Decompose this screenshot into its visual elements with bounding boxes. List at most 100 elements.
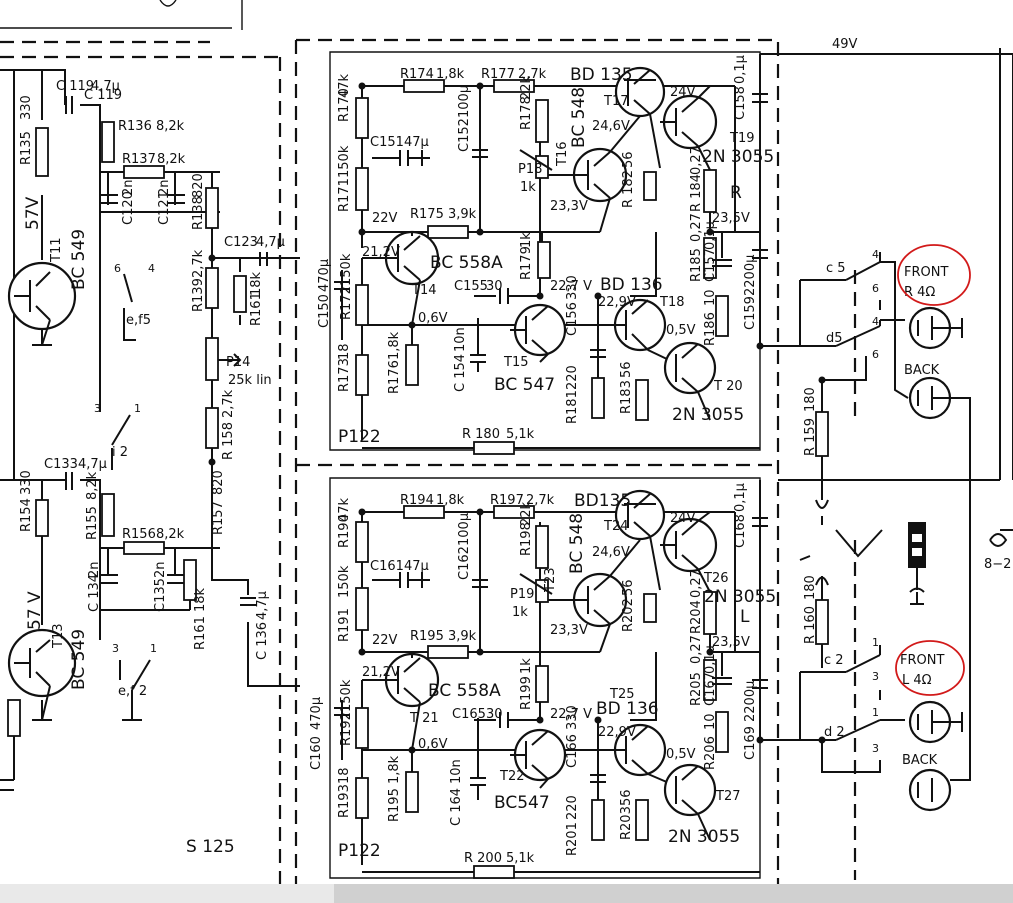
r198-value-label: 22k	[519, 501, 534, 526]
c155-ref-label: C155	[454, 279, 488, 294]
r197-value-label: 2,7k	[526, 493, 555, 508]
c121-value-label: 2n	[157, 179, 172, 196]
voltages-v235-label: 23,5V	[712, 211, 750, 226]
r200-value-label: 5,1k	[506, 851, 535, 866]
voltages-v227-label: 22,7 V	[550, 279, 592, 294]
channel-r-board-label: P122	[338, 427, 381, 447]
r139-value-label: 2,7k	[191, 249, 206, 278]
front-r-impedance: R 4Ω	[904, 285, 935, 300]
t17-ref-label: T17	[603, 94, 628, 109]
t16-ref-label: T16	[555, 142, 570, 167]
c133-ref-label: C133	[44, 457, 78, 472]
r160-ref-label: R 160	[803, 606, 818, 644]
r195-value-label: 3,9k	[448, 629, 477, 644]
t11-type-label: BC 549	[69, 229, 89, 290]
p14-value-label: 25k lin	[228, 373, 272, 388]
t19-type-label: 2N 3055	[702, 147, 774, 167]
c152-value-label: 100µ	[457, 85, 472, 118]
c164-ref-label: C 164	[449, 788, 464, 826]
t26-type-label: 2N 3055	[704, 587, 776, 607]
voltages-v57-label: 57 V	[25, 591, 45, 630]
r170-value-label: 47k	[337, 73, 352, 98]
c157-value-label: 0,1µ	[703, 221, 718, 250]
switch-contacts-n1-label: 1	[872, 636, 879, 649]
t17-type-label: BD 135	[570, 65, 633, 85]
t18-ref-label: T18	[659, 295, 684, 310]
t16-type-label: BC 548	[569, 87, 589, 148]
voltages-v22-label: 22V	[372, 211, 398, 226]
voltages-v229-label: 22,9V	[598, 725, 636, 740]
t24-type-label: BD135	[574, 491, 631, 511]
page-reference: 8−2	[984, 557, 1011, 572]
voltages-v212-label: 21,2V	[362, 665, 400, 680]
r190-ref-label: R190	[337, 514, 352, 548]
t27-ref-label: T27	[715, 789, 740, 804]
c120-value-label: 2n	[121, 179, 136, 196]
c135-ref-label: C135	[153, 578, 168, 612]
r174-ref-label: R174	[400, 67, 434, 82]
p18-value-label: 1k	[520, 180, 536, 195]
c121-ref-label: C121	[157, 191, 172, 225]
switch-contacts-n3-label: 3	[872, 670, 879, 683]
r196-value-label: 1,8k	[387, 755, 402, 784]
r183-value-label: 56	[619, 361, 634, 378]
c136-value-label: 4,7µ	[255, 591, 270, 620]
scroll-thumb[interactable]	[334, 884, 1013, 903]
t14-ref-label: T14	[411, 283, 436, 298]
voltages-v06-label: 0,6V	[418, 737, 448, 752]
c134-ref-label: C 134	[87, 574, 102, 612]
voltages-v05-label: 0,5V	[666, 747, 696, 762]
r205-value-label: 0,27	[689, 635, 704, 664]
r180-value-label: 5,1k	[506, 427, 535, 442]
r173-value-label: 18	[337, 343, 352, 360]
r159-ref-label: R 159	[803, 418, 818, 456]
c157-ref-label: C157	[703, 248, 718, 282]
t24-ref-label: T24	[603, 519, 628, 534]
t23-ref-label: T23	[543, 568, 558, 593]
r136-ref-label: R136	[118, 119, 152, 134]
r191-ref-label: R191	[337, 608, 352, 642]
channel-l-channel-letter-label: L	[740, 607, 750, 627]
voltages-v235-label: 23,5V	[712, 635, 750, 650]
r182-value-label: 56	[621, 151, 636, 168]
r171-value-label: 150k	[337, 145, 352, 178]
c123-ref-label: C123	[224, 235, 258, 250]
board-outlines	[0, 0, 857, 885]
r179-ref-label: R179	[519, 246, 534, 280]
r182-ref-label: R 182	[621, 170, 636, 208]
t15-type-label: BC 547	[494, 375, 555, 395]
p19-ref-label: P19	[510, 587, 534, 602]
voltages-v246-label: 24,6V	[592, 545, 630, 560]
voltages-v57-label: 57V	[23, 196, 43, 230]
r135-ref-label: R135	[19, 131, 34, 165]
c155-value-label: 30	[486, 279, 503, 294]
r185-value-label: 0,27	[689, 213, 704, 242]
r179-value-label: 1k	[519, 232, 534, 248]
r161-value-label: 18k	[249, 271, 264, 296]
r205-ref-label: R205	[689, 672, 704, 706]
c136-ref-label: C 136	[255, 622, 270, 660]
c161-value-label: 47µ	[404, 559, 429, 574]
t13-ref-label: T13	[51, 624, 66, 649]
p19-value-label: 1k	[512, 605, 528, 620]
c120-ref-label: C120	[121, 191, 136, 225]
voltages-v05-label: 0,5V	[666, 323, 696, 338]
voltages-v227-label: 22,7 V	[550, 707, 592, 722]
c133-value-label: 4,7µ	[78, 457, 107, 472]
t25-ref-label: T25	[609, 687, 634, 702]
c152-ref-label: C152	[457, 118, 472, 152]
c165-value-label: 30	[486, 707, 503, 722]
r190-value-label: 47k	[337, 497, 352, 522]
r177-ref-label: R177	[481, 67, 515, 82]
r157-value-label: 820	[211, 470, 226, 495]
highlight-front-l	[895, 640, 965, 696]
r186-ref-label: R186	[703, 312, 718, 346]
voltages-v22-label: 22V	[372, 633, 398, 648]
r139-ref-label: R139	[191, 278, 206, 312]
speaker-output: c 5 d5 4 6 4 6 R 159 180 R 160 180 c 2 d…	[799, 244, 1013, 812]
r170-ref-label: R170	[337, 88, 352, 122]
switch-contacts-n6-label: 6	[114, 262, 121, 275]
c169-ref-label: C169	[743, 726, 758, 760]
r181-ref-label: R181	[565, 390, 580, 424]
r175-ref-label: R175	[410, 207, 444, 222]
